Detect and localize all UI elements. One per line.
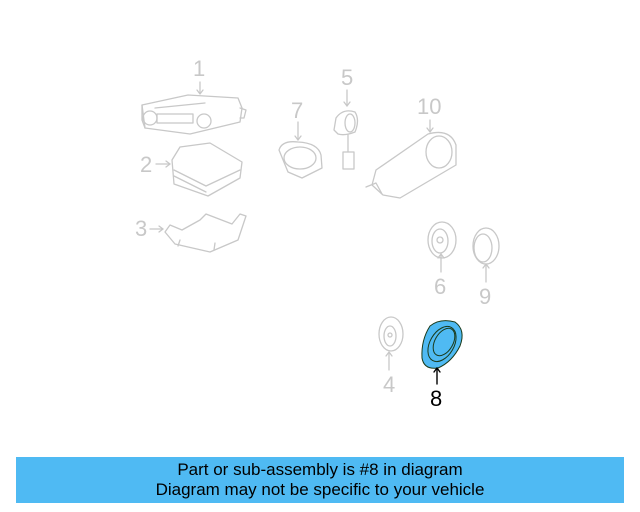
- callout-1: 1: [193, 56, 206, 81]
- amplifier-icon: [155, 142, 243, 197]
- speaker-ring-highlighted-icon: [421, 320, 463, 385]
- callout-6: 6: [434, 274, 447, 299]
- callout-7: 7: [291, 98, 304, 123]
- oval-speaker-icon: [278, 121, 323, 179]
- callout-2: 2: [140, 152, 153, 177]
- part-info-banner: Part or sub-assembly is #8 in diagram Di…: [16, 457, 624, 503]
- banner-line-part-number: Part or sub-assembly is #8 in diagram: [177, 460, 463, 479]
- speaker-round-icon: [427, 221, 457, 273]
- callout-8: 8: [430, 386, 443, 411]
- speaker-enclosure-icon: [365, 119, 457, 199]
- callout-5: 5: [341, 65, 354, 90]
- tweeter-icon: [333, 89, 359, 170]
- callout-10: 10: [417, 94, 442, 119]
- bracket-icon: [149, 213, 247, 253]
- callout-9: 9: [479, 284, 492, 309]
- callout-3: 3: [135, 216, 148, 241]
- callout-4: 4: [383, 372, 396, 397]
- parts-diagram: 1 2 3 4 5 6 7 8 9 10: [135, 56, 500, 411]
- banner-line-disclaimer: Diagram may not be specific to your vehi…: [155, 480, 485, 499]
- speaker-trim-ring-icon: [472, 227, 500, 283]
- speaker-small-icon: [378, 316, 404, 371]
- radio-head-unit-icon: [141, 81, 247, 135]
